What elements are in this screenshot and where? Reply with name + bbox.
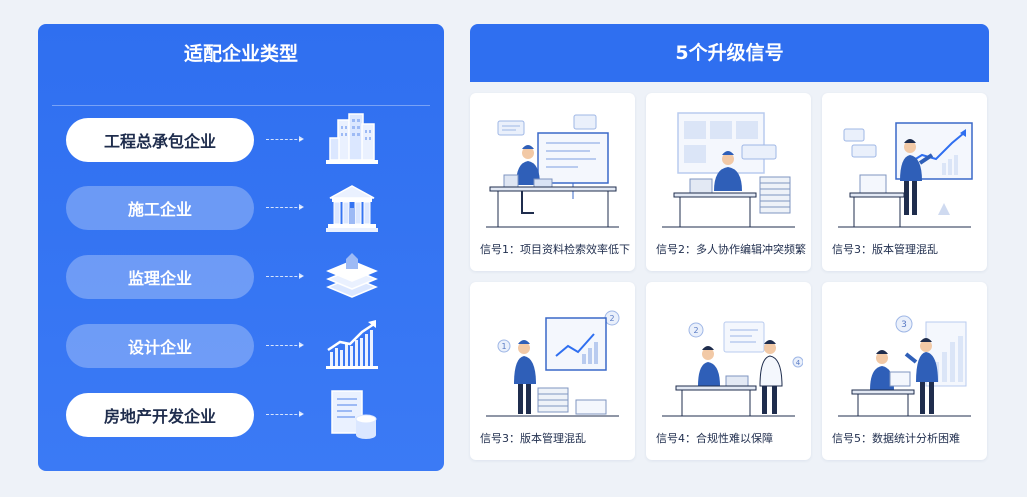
signal-label: 信号4：合规性难以保障 xyxy=(656,432,773,445)
dashed-arrow-icon xyxy=(266,411,304,417)
enterprise-types-panel: 适配企业类型 工程总承包企业 施工企业 监理企业 xyxy=(38,24,444,471)
enterprise-type-design-button[interactable]: 设计企业 xyxy=(66,324,254,368)
version-chart-illustration: 1 2 xyxy=(486,310,620,417)
divider xyxy=(52,105,430,106)
data-analysis-illustration: 3 xyxy=(838,315,971,417)
signal-label: 信号5：数据统计分析困难 xyxy=(832,432,960,445)
compliance-meeting-illustration: 2 4 xyxy=(662,321,803,417)
signal-card[interactable]: 3 信号5：数据统计分析困难 xyxy=(822,282,987,460)
collaboration-illustration xyxy=(662,112,795,228)
upgrade-signals-title: 5个升级信号 xyxy=(470,24,989,82)
layered-stack-icon xyxy=(326,253,378,298)
signal-label: 信号3：版本管理混乱 xyxy=(832,243,938,256)
growth-chart-icon xyxy=(326,320,378,369)
badge-number: 2 xyxy=(693,326,698,335)
signal-label: 信号2：多人协作编辑冲突频繁 xyxy=(656,243,806,256)
badge-number: 3 xyxy=(901,320,907,330)
signal-label: 信号1：项目资料检索效率低下 xyxy=(480,243,630,256)
dashed-arrow-icon xyxy=(266,342,304,348)
dashed-arrow-icon xyxy=(266,136,304,142)
badge-number: 4 xyxy=(796,359,801,367)
signal-card[interactable]: 信号2：多人协作编辑冲突频繁 xyxy=(646,93,811,271)
signal-card[interactable]: 信号1：项目资料检索效率低下 xyxy=(470,93,635,271)
enterprise-type-row: 工程总承包企业 xyxy=(66,113,426,164)
enterprise-type-supervision-button[interactable]: 监理企业 xyxy=(66,255,254,299)
office-buildings-icon xyxy=(326,113,378,164)
signal-card[interactable]: 1 2 信号3：版本管理混乱 xyxy=(470,282,635,460)
enterprise-type-epc-button[interactable]: 工程总承包企业 xyxy=(66,118,254,162)
presentation-illustration xyxy=(838,122,973,228)
signal-card[interactable]: 2 4 信号4：合规性难以保障 xyxy=(646,282,811,460)
enterprise-type-row: 施工企业 xyxy=(66,185,426,232)
badge-number: 2 xyxy=(609,314,614,323)
enterprise-type-row: 设计企业 xyxy=(66,320,426,369)
enterprise-type-row: 房地产开发企业 xyxy=(66,390,426,439)
signal-label: 信号3：版本管理混乱 xyxy=(480,432,586,445)
enterprise-type-real-estate-button[interactable]: 房地产开发企业 xyxy=(66,393,254,437)
panel-title: 适配企业类型 xyxy=(183,43,298,65)
badge-number: 1 xyxy=(501,342,506,351)
enterprise-type-row: 监理企业 xyxy=(66,253,426,299)
enterprise-type-construction-button[interactable]: 施工企业 xyxy=(66,186,254,230)
document-database-icon xyxy=(331,390,377,439)
office-worker-illustration xyxy=(486,114,619,228)
dashed-arrow-icon xyxy=(266,273,304,279)
institution-building-icon xyxy=(326,185,378,232)
dashed-arrow-icon xyxy=(266,204,304,210)
signal-card[interactable]: 信号3：版本管理混乱 xyxy=(822,93,987,271)
